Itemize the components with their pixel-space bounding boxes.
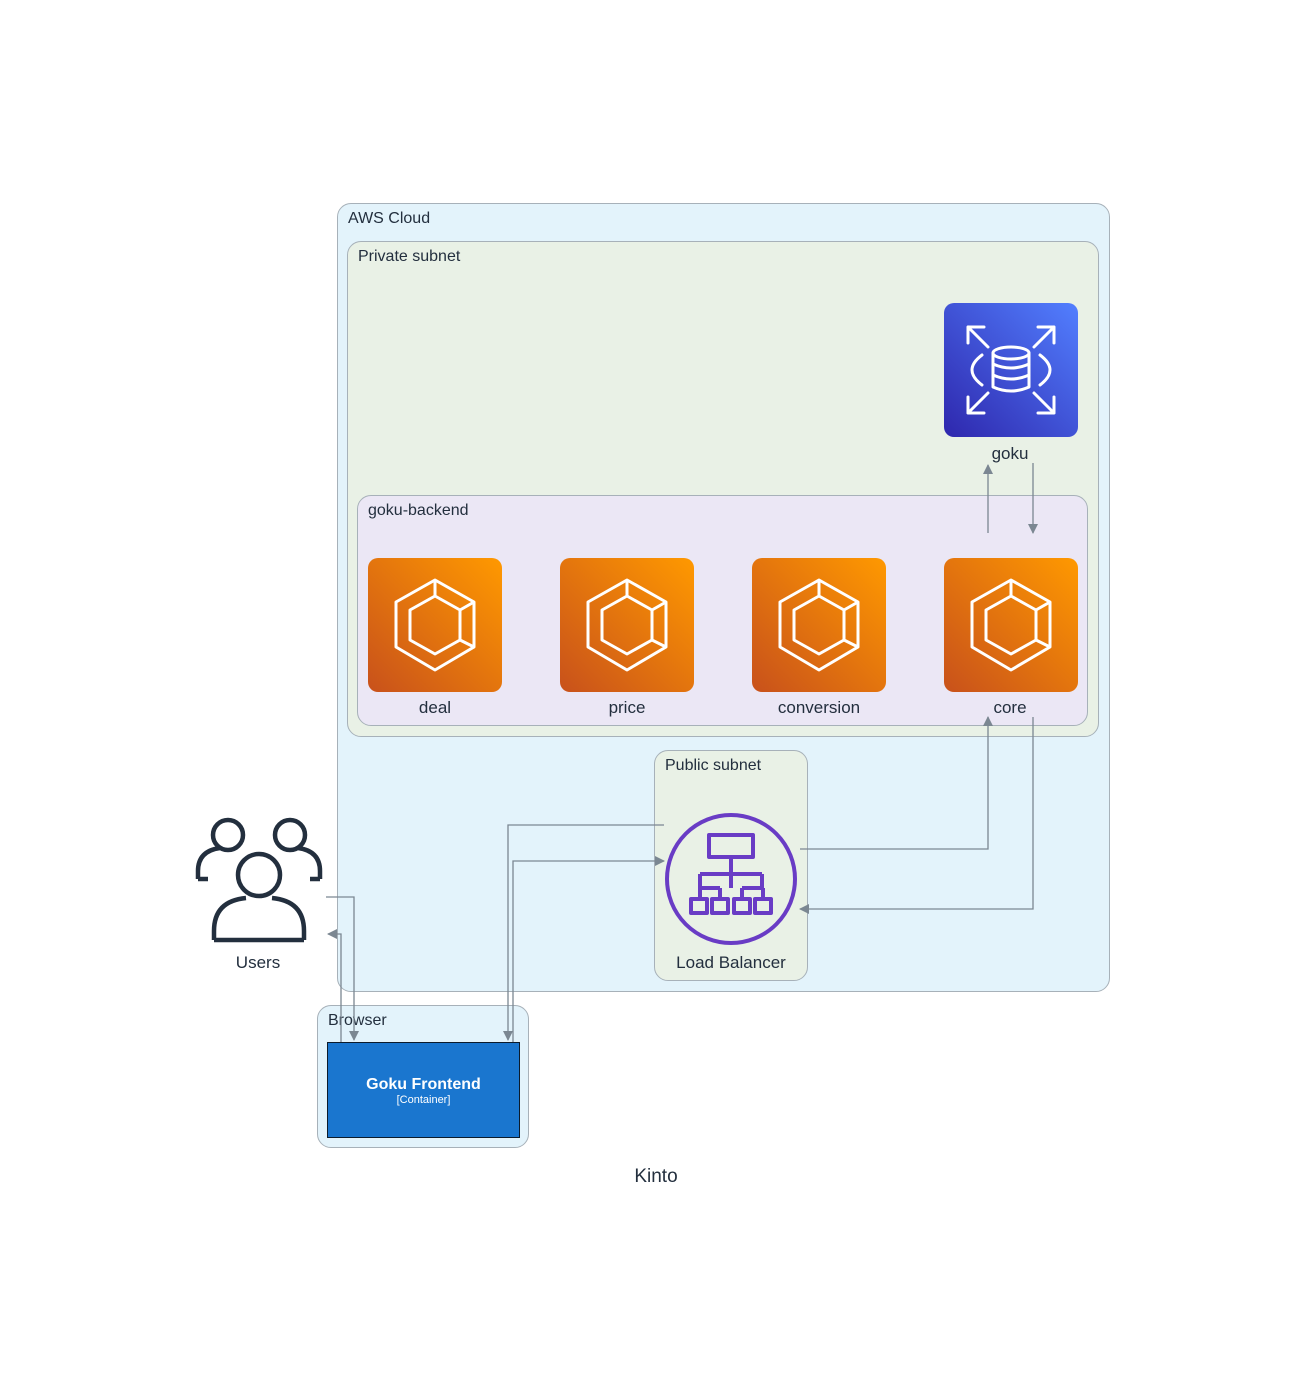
core-label: core: [993, 698, 1027, 717]
elb-icon: [665, 813, 797, 945]
price-label: price: [608, 698, 646, 717]
edge-users-to-frontend: [326, 896, 359, 1041]
edge-frontend-to-users: [327, 929, 342, 1042]
ecs-icon: [970, 578, 1052, 672]
ecs-icon: [778, 578, 860, 672]
conversion-service-node[interactable]: [752, 558, 886, 692]
edge-frontend-to-lb: [512, 856, 665, 1042]
public-subnet-label: Public subnet: [665, 757, 762, 774]
ecs-icon: [394, 578, 476, 672]
load-balancer-node[interactable]: [664, 812, 798, 946]
edge-core-to-lb: [799, 717, 1034, 914]
core-service-node[interactable]: [944, 558, 1078, 692]
browser-label: Browser: [328, 1012, 387, 1029]
diagram-title: Kinto: [634, 1166, 678, 1187]
goku-frontend-subtitle: [Container]: [396, 1094, 451, 1106]
edge-lb-to-core: [800, 716, 993, 850]
deal-service-node[interactable]: [368, 558, 502, 692]
load-balancer-label: Load Balancer: [676, 953, 786, 972]
ecs-icon: [586, 578, 668, 672]
rds-icon: [966, 325, 1056, 415]
goku-frontend-title: Goku Frontend: [366, 1076, 481, 1093]
conversion-label: conversion: [777, 698, 861, 717]
private-subnet-label: Private subnet: [358, 248, 461, 265]
goku-db-node[interactable]: [944, 303, 1078, 437]
users-label: Users: [235, 953, 281, 972]
deal-label: deal: [418, 698, 452, 717]
goku-db-label: goku: [991, 444, 1029, 463]
aws-cloud-label: AWS Cloud: [348, 210, 431, 227]
users-node[interactable]: [194, 815, 324, 945]
price-service-node[interactable]: [560, 558, 694, 692]
edge-lb-to-frontend: [503, 824, 664, 1041]
goku-backend-label: goku-backend: [368, 502, 469, 519]
goku-frontend-container[interactable]: Goku Frontend [Container]: [327, 1042, 520, 1138]
users-icon: [195, 817, 323, 943]
